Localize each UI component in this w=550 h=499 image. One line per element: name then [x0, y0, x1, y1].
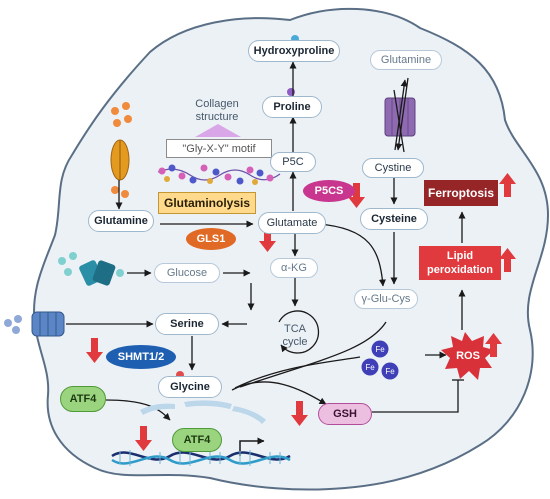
- down-arrow-icon: [259, 227, 276, 252]
- collagen-triangle-icon: [195, 124, 241, 137]
- atf4-gene-product: ATF4: [172, 428, 222, 452]
- collagen-label-line1: Collagen: [195, 98, 239, 110]
- glucose-node: Glucose: [154, 263, 220, 283]
- lipid-peroxidation-box: Lipid peroxidation: [419, 246, 501, 280]
- pathway-arrows: [66, 61, 466, 421]
- glutamine-intracellular-node: Glutamine: [88, 210, 154, 232]
- shmt12-enzyme: SHMT1/2: [106, 345, 176, 369]
- cell-membrane: [33, 7, 550, 491]
- glutaminolysis-box: Glutaminolysis: [158, 192, 256, 214]
- ferroptosis-box: Ferroptosis: [424, 180, 498, 206]
- down-arrow-icon: [135, 426, 152, 451]
- glutamine-molecules-icon: [111, 102, 132, 198]
- gsh-node: GSH: [318, 403, 372, 425]
- cystine-node: Cystine: [362, 158, 424, 178]
- serine-node: Serine: [155, 313, 219, 335]
- fe-label-1: Fe: [375, 344, 385, 354]
- gamma-glu-cys-node: γ-Glu-Cys: [354, 289, 418, 309]
- lipid-line2: peroxidation: [426, 264, 493, 276]
- glutamine-extracellular-node: Glutamine: [370, 50, 442, 70]
- serine-transporter-icon: [31, 311, 65, 337]
- p5c-node: P5C: [270, 152, 316, 172]
- alpha-kg-node: α-KG: [270, 258, 318, 278]
- collagen-label-line2: structure: [195, 111, 239, 123]
- glycine-node: Glycine: [158, 376, 222, 398]
- fe-label-2: Fe: [365, 362, 375, 372]
- fe-ions-icon: [361, 340, 399, 380]
- proline-node: Proline: [262, 96, 322, 118]
- er-membrane-icon: [140, 400, 266, 424]
- tca-cycle-icon: [278, 310, 320, 354]
- down-arrow-icon: [86, 338, 103, 363]
- p5cs-enzyme: P5CS: [303, 180, 355, 202]
- gls1-enzyme: GLS1: [186, 228, 236, 250]
- cysteine-node: Cysteine: [360, 208, 428, 230]
- ros-burst-icon: [441, 332, 494, 380]
- glutamate-node: Glutamate: [258, 212, 326, 234]
- glutamine-transporter-icon: [110, 139, 130, 181]
- down-arrow-icon: [348, 183, 365, 208]
- up-arrow-icon: [485, 333, 502, 357]
- regulation-arrows: [86, 173, 516, 451]
- down-arrow-icon: [291, 401, 308, 426]
- collagen-chain-icon: [157, 164, 281, 185]
- tca-label-line2: cycle: [282, 336, 308, 348]
- ros-label: ROS: [456, 350, 480, 362]
- tca-label-line1: TCA: [284, 323, 306, 335]
- glucose-transporter-icon: [79, 260, 116, 286]
- up-arrow-icon: [499, 173, 516, 197]
- hydroxyproline-node: Hydroxyproline: [248, 40, 340, 62]
- proline-dot-icon: [287, 88, 295, 96]
- up-arrow-icon: [499, 248, 516, 272]
- atf4-protein: ATF4: [60, 386, 106, 412]
- fe-label-3: Fe: [385, 366, 395, 376]
- gly-x-y-motif-box: "Gly-X-Y" motif: [166, 139, 272, 158]
- lipid-line1: Lipid: [446, 250, 474, 262]
- serine-molecules-icon: [4, 315, 22, 334]
- glucose-molecules-icon: [58, 252, 124, 277]
- dna-helix-icon: [111, 450, 291, 466]
